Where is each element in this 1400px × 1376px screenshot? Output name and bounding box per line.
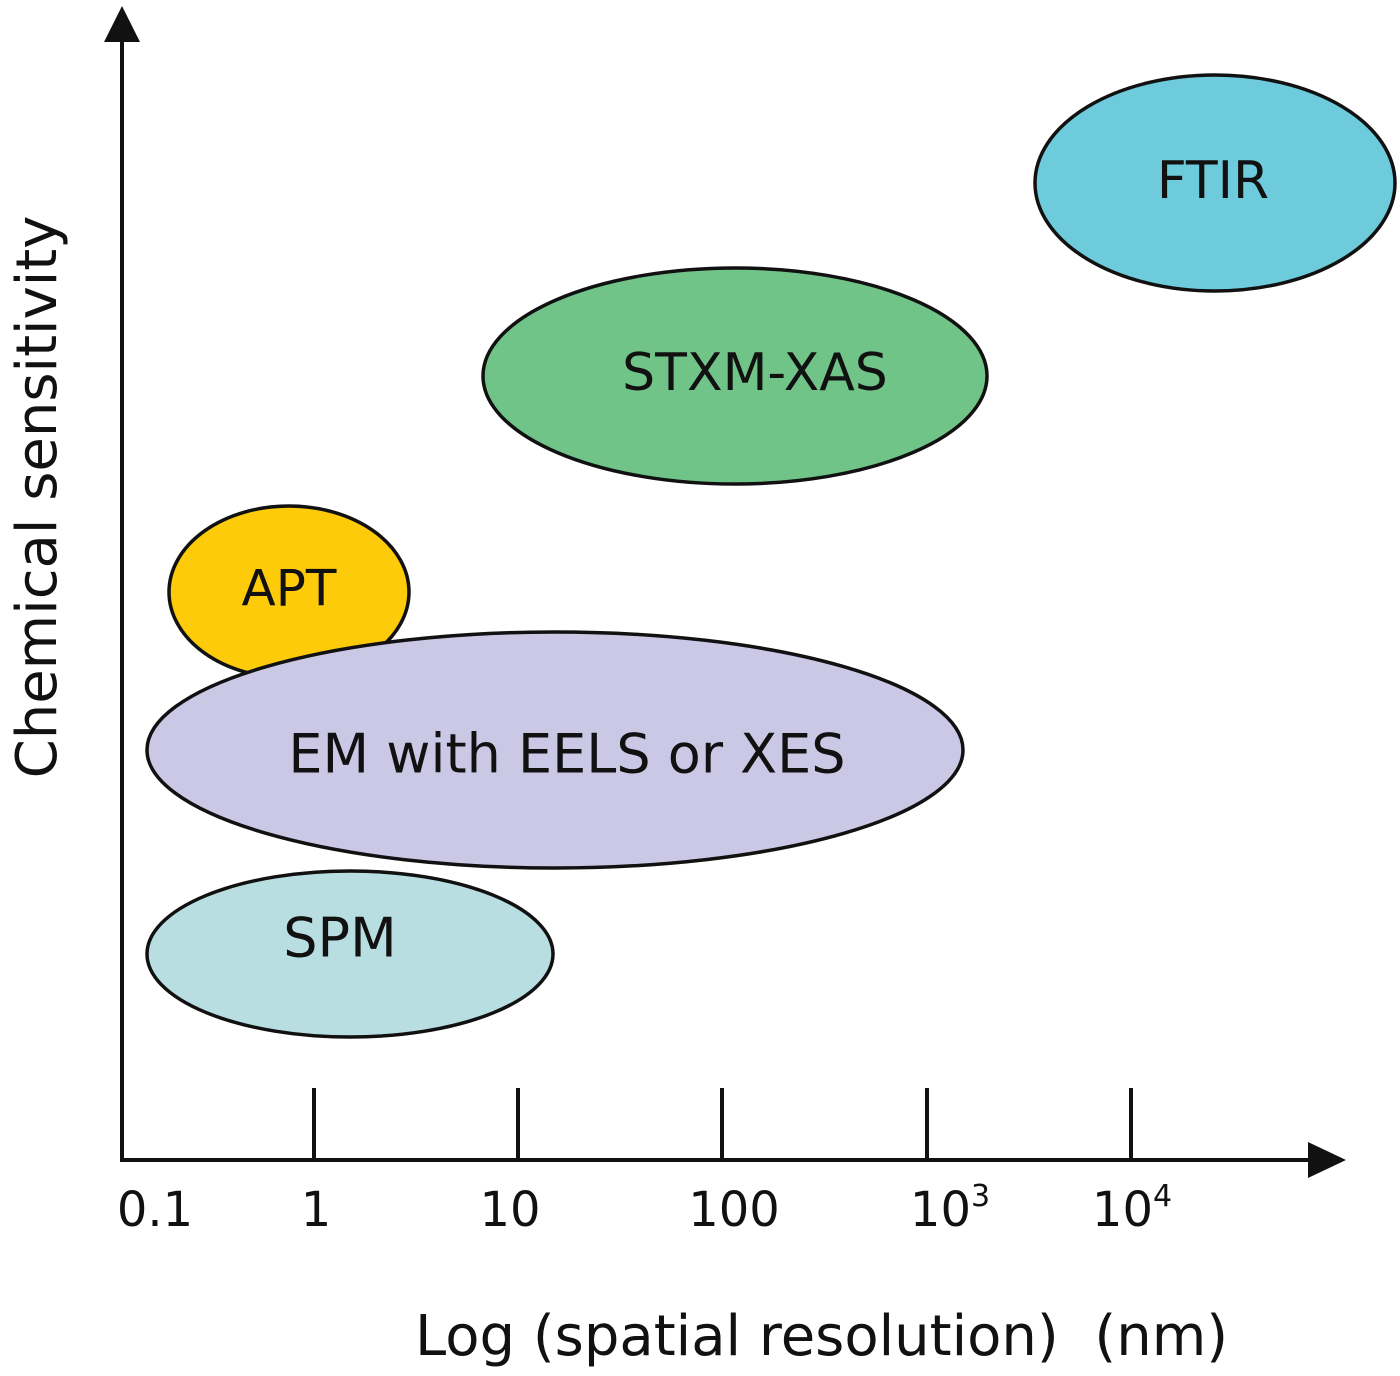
x-axis-tick-labels: 0.1 1 10 100 103 104 xyxy=(117,1179,1172,1238)
axes xyxy=(104,6,1346,1178)
technique-ftir: FTIR xyxy=(1033,73,1397,293)
tick-label-10-3: 103 xyxy=(910,1179,990,1238)
tick-label-10-4: 104 xyxy=(1092,1179,1172,1238)
x-axis-title: Log (spatial resolution) (nm) xyxy=(415,1304,1228,1369)
em-label: EM with EELS or XES xyxy=(288,723,845,786)
tick-exponent-4: 4 xyxy=(1153,1179,1172,1214)
stxm-xas-label: STXM-XAS xyxy=(622,343,888,403)
stxm-xas-ellipse xyxy=(481,266,989,486)
y-axis-title: Chemical sensitivity xyxy=(5,216,70,779)
tick-label-0-1: 0.1 xyxy=(117,1182,193,1238)
x-axis-arrowhead xyxy=(1308,1142,1346,1178)
tick-label-1: 1 xyxy=(301,1182,332,1238)
technique-em: EM with EELS or XES xyxy=(145,630,965,870)
technique-spm: SPM xyxy=(145,869,555,1039)
spm-ellipse xyxy=(145,869,555,1039)
technique-stxm-xas: STXM-XAS xyxy=(481,266,989,486)
apt-label: APT xyxy=(242,560,337,618)
y-axis-arrowhead xyxy=(104,6,140,42)
tick-exponent-3: 3 xyxy=(971,1179,990,1214)
x-axis-ticks xyxy=(312,1088,1133,1160)
tick-label-10: 10 xyxy=(479,1182,540,1238)
ftir-label: FTIR xyxy=(1157,151,1269,211)
technique-apt: APT xyxy=(167,504,411,680)
spm-label: SPM xyxy=(283,907,396,970)
ftir-ellipse xyxy=(1033,73,1397,293)
em-ellipse xyxy=(145,630,965,870)
tick-label-100: 100 xyxy=(688,1182,780,1238)
